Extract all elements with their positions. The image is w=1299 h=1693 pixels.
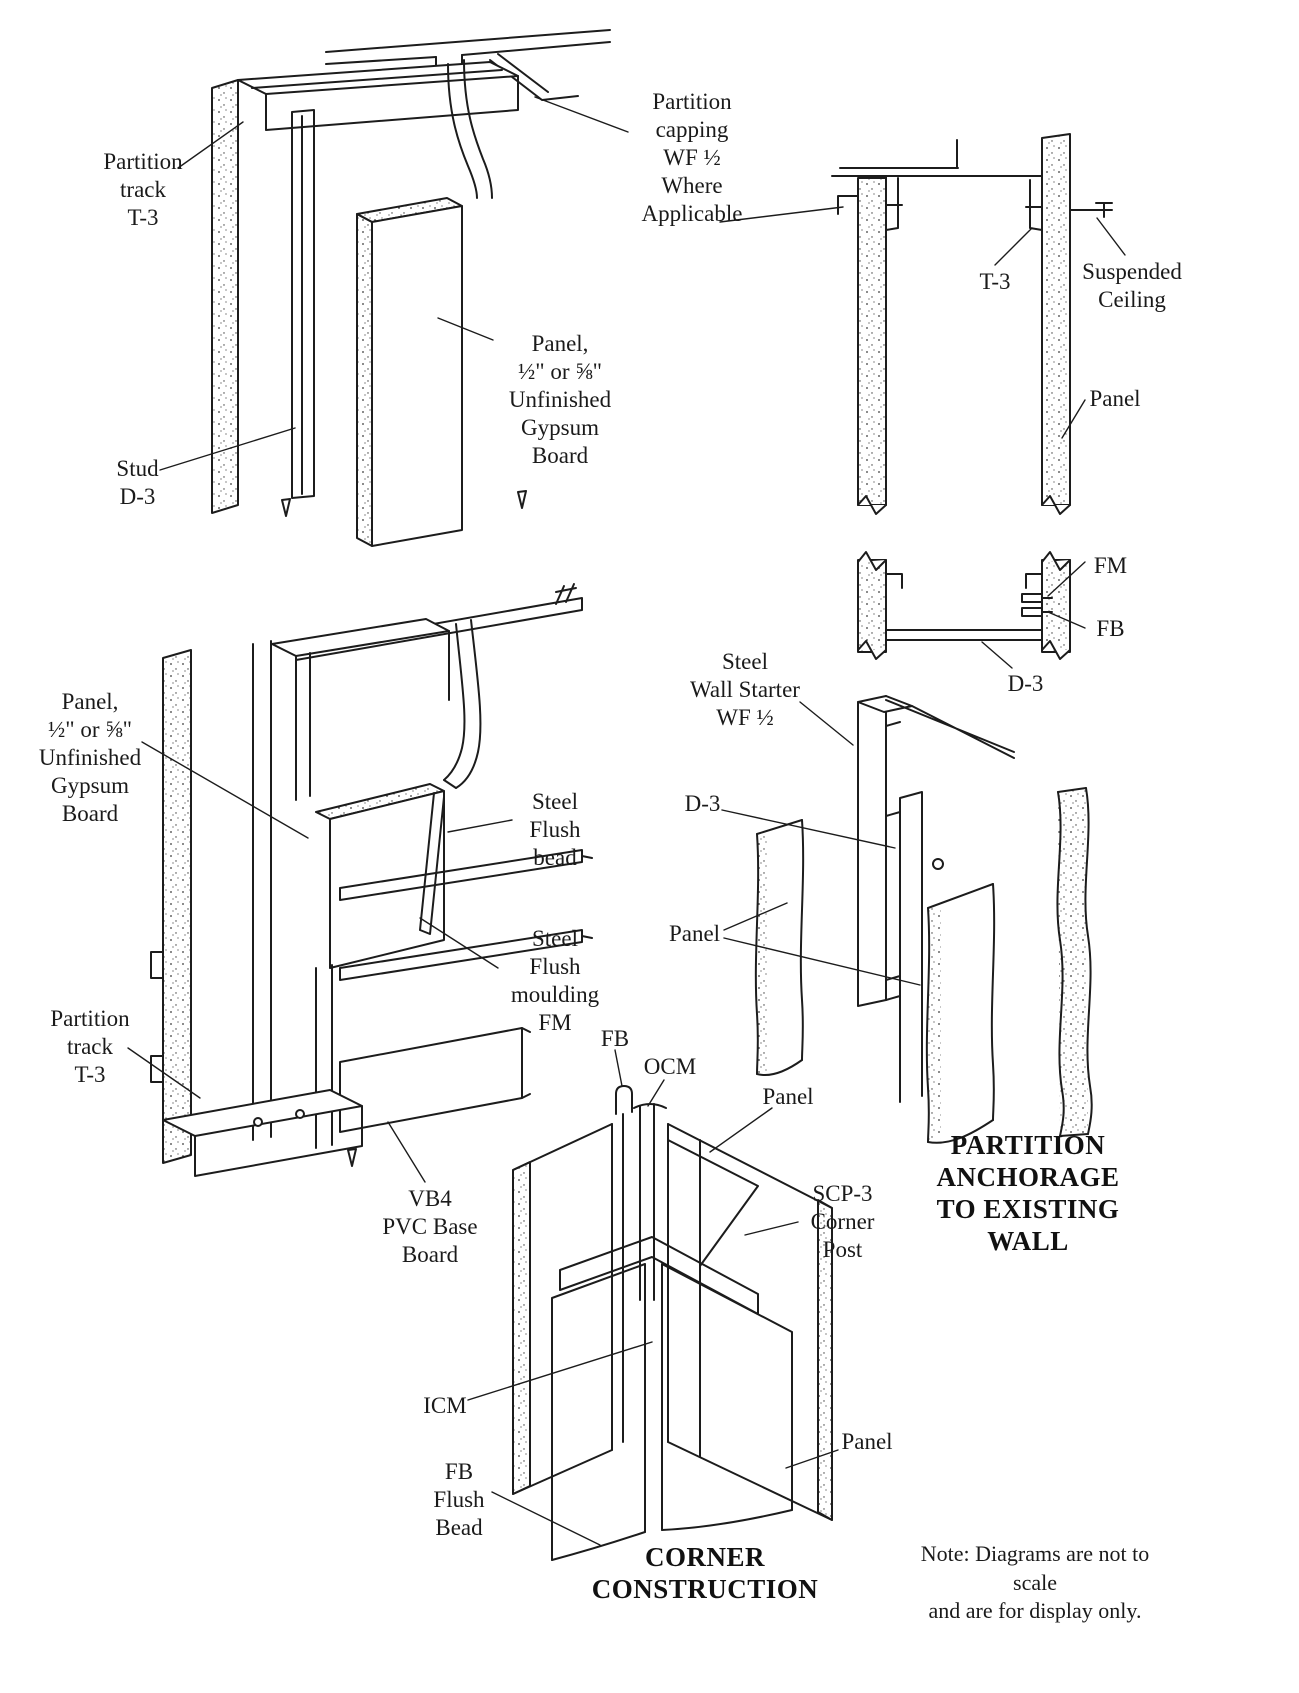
label-fm: FM [1093, 553, 1128, 578]
label-stud-d3: Stud D-3 [116, 456, 159, 510]
label-panel-corner-top: Panel [762, 1084, 814, 1109]
diagram-anchorage [754, 695, 1093, 1144]
label-suspended-ceiling: Suspended Ceiling [1082, 259, 1182, 313]
diagram-joint-section [857, 551, 1071, 660]
title-partition-anchorage: PARTITION ANCHORAGE TO EXISTING WALL [936, 1130, 1120, 1256]
label-steel-flush-bead: Steel Flush bead [529, 789, 581, 871]
title-corner-construction: CORNER CONSTRUCTION [591, 1542, 819, 1604]
label-steel-wall-starter: Steel Wall Starter WF ½ [690, 649, 800, 731]
leader-lines [127, 96, 1126, 1546]
label-partition-track-t3: Partition track T-3 [103, 149, 183, 231]
diagram-stud-track [211, 29, 611, 547]
label-fb-flush-bead: FB Flush Bead [433, 1459, 485, 1541]
label-panel-anchorage: Panel [668, 921, 721, 946]
diagram-corner [512, 1085, 833, 1561]
label-partition-capping: Partition capping WF ½ Where Applicable [641, 89, 743, 227]
label-panel-corner-bottom: Panel [841, 1429, 893, 1454]
note-not-to-scale: Note: Diagrams are not to scale and are … [920, 1541, 1150, 1624]
diagram-ceiling-section [831, 133, 1113, 515]
label-panel-gypsum-top: Panel, ½" or ⅝" Unfinished Gypsum Board [508, 331, 612, 469]
label-ocm: OCM [643, 1054, 697, 1079]
label-fb: FB [1096, 616, 1125, 641]
label-vb4-base-board: VB4 PVC Base Board [382, 1186, 478, 1268]
label-steel-flush-moulding: Steel Flush moulding FM [510, 926, 600, 1036]
label-d3-section: D-3 [1007, 671, 1044, 696]
label-panel-gypsum-mid: Panel, ½" or ⅝" Unfinished Gypsum Board [38, 689, 142, 827]
label-panel-section: Panel [1089, 386, 1141, 411]
label-scp3-corner-post: SCP-3 Corner Post [810, 1181, 875, 1263]
diagram-base-detail [150, 583, 593, 1177]
label-t3: T-3 [979, 269, 1011, 294]
label-d3-anchorage: D-3 [684, 791, 721, 816]
label-partition-track-t3-base: Partition track T-3 [50, 1006, 130, 1088]
label-icm: ICM [423, 1393, 467, 1418]
label-fb-corner: FB [600, 1026, 630, 1051]
